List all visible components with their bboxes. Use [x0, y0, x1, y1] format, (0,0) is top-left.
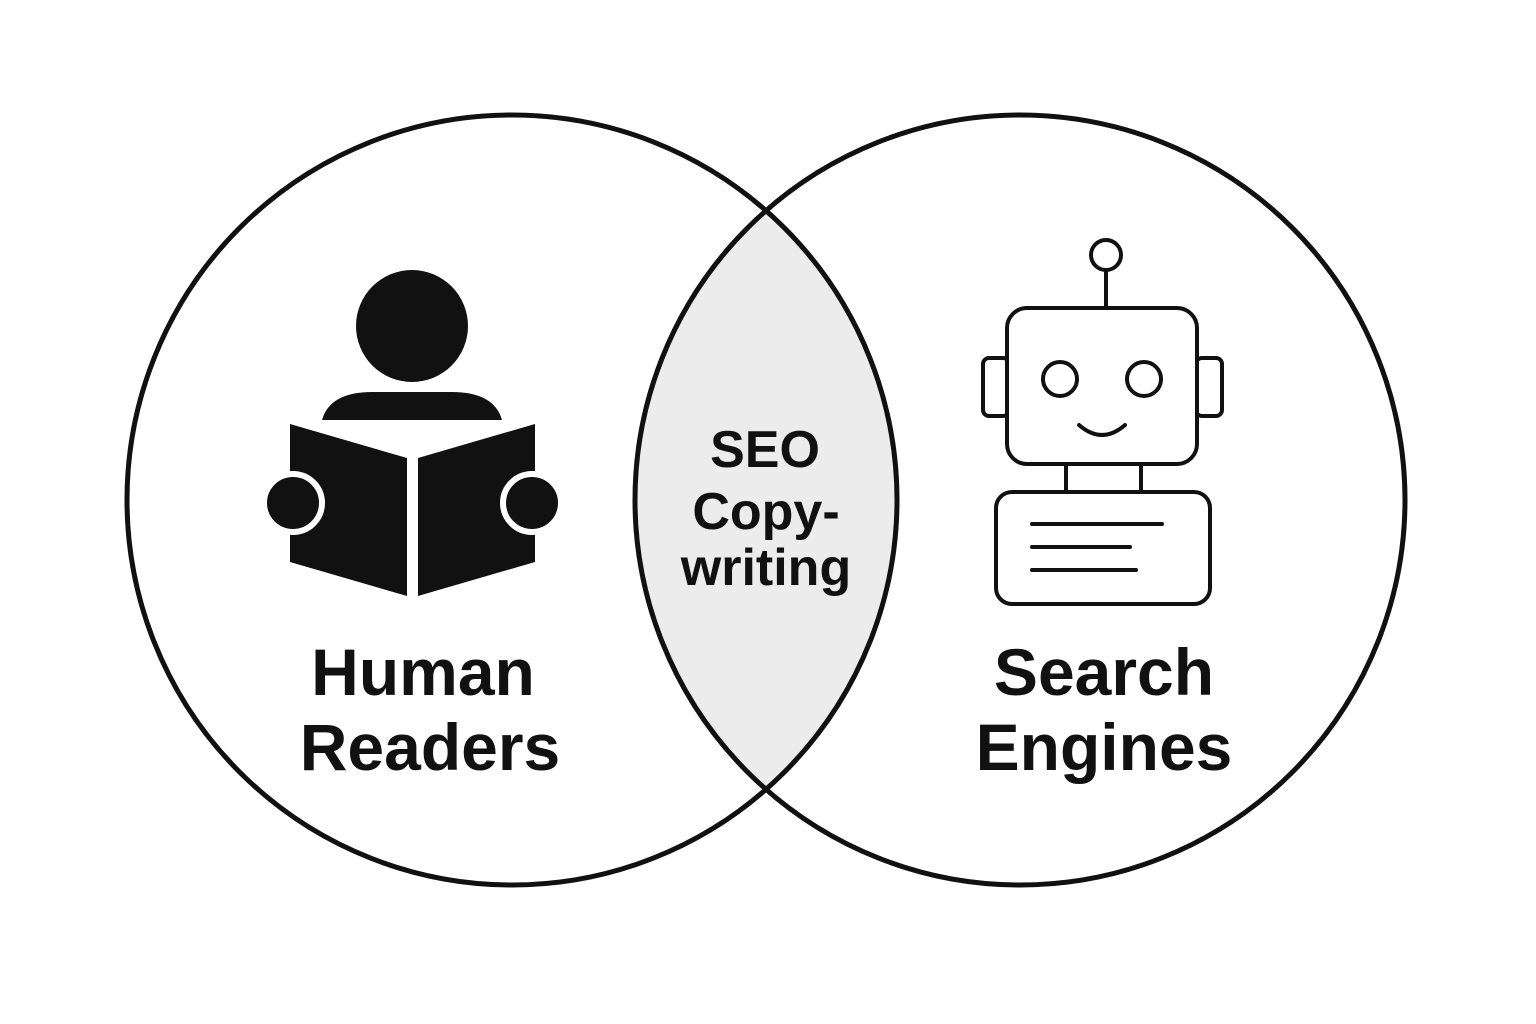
left-label-line1: Human [311, 635, 535, 709]
robot-icon [981, 238, 1224, 606]
right-circle [632, 112, 1408, 888]
overlap-label-line1: SEO [710, 421, 820, 479]
left-circle [124, 112, 900, 888]
right-label-line1: Search [994, 635, 1214, 709]
right-label-line2: Engines [976, 710, 1233, 784]
overlap-label-line2: Copy- [692, 483, 839, 541]
person-reading-book-icon [261, 270, 564, 596]
overlap-label-line3: writing [680, 539, 851, 597]
overlap-region [635, 115, 897, 885]
left-label-line2: Readers [300, 710, 561, 784]
